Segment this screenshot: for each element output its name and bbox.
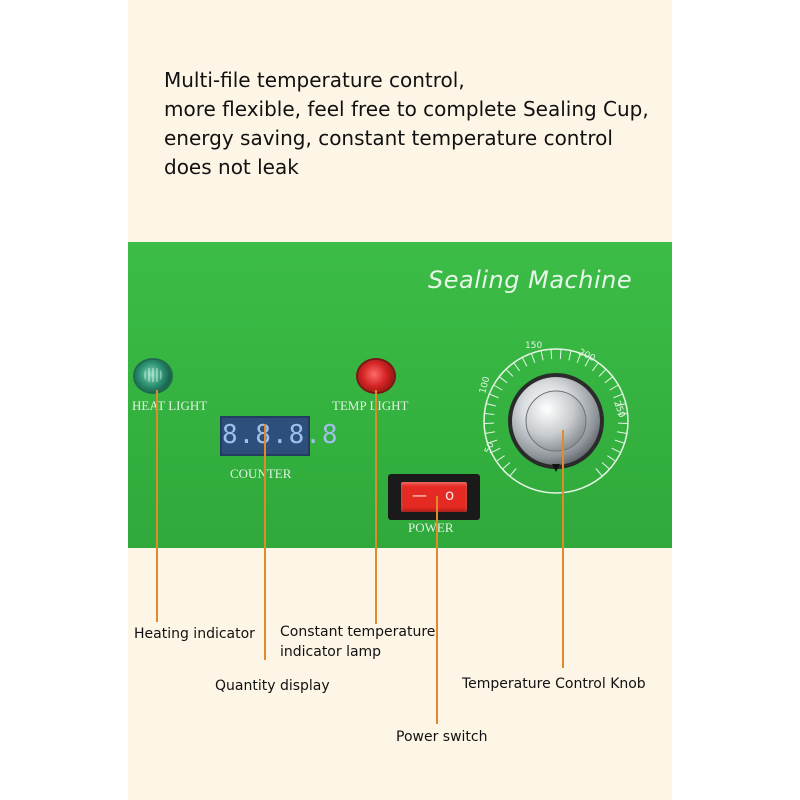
dial-tick-mark	[489, 393, 499, 399]
constant-temp-caption-line1: Constant temperature	[280, 624, 436, 640]
dial-tick-mark	[502, 462, 511, 470]
constant-temp-caption-line2: indicator lamp	[280, 644, 382, 660]
knob-pointer-icon	[552, 464, 560, 472]
headline-line-3: energy saving, constant temperature cont…	[164, 126, 613, 150]
dial-tick-label-150: 150	[525, 341, 542, 351]
dial-tick-mark	[559, 349, 562, 360]
dial-tick-mark	[576, 353, 582, 363]
dial-tick-mark	[513, 362, 520, 372]
dial-tick-mark	[617, 412, 628, 416]
counter-label: COUNTER	[230, 466, 292, 481]
dial-tick-mark	[484, 412, 495, 416]
heat-light-lamp	[135, 360, 171, 392]
panel-title: Sealing Machine	[428, 266, 633, 294]
dial-tick-mark	[613, 393, 623, 399]
counter-digits: 8.8.8.8	[222, 420, 339, 450]
heating-indicator-caption: Heating indicator	[134, 626, 255, 642]
dial-tick-mark	[550, 349, 553, 360]
dial-tick-mark	[486, 403, 496, 407]
power-switch-leader	[436, 496, 438, 724]
heating-indicator-leader	[156, 390, 158, 622]
dial-tick-mark	[598, 368, 607, 377]
dial-tick-mark	[607, 455, 616, 462]
dial-tick-mark	[592, 362, 599, 372]
heat-light-label: HEAT LIGHT	[132, 398, 208, 413]
headline-line-2: more flexible, feel free to complete Sea…	[164, 97, 649, 121]
power-label: POWER	[408, 520, 454, 535]
dial-tick-mark	[485, 431, 496, 434]
dial-tick-label-50: 50	[483, 441, 496, 455]
dial-tick-mark	[611, 447, 621, 454]
dial-tick-mark	[493, 384, 503, 391]
dial-tick-mark	[509, 468, 517, 477]
quantity-display-caption: Quantity display	[215, 678, 330, 694]
machine-panel: Sealing Machine HEAT LIGHT TEMP LIGHT 8.…	[128, 242, 672, 548]
headline-text: Multi-file temperature control, more fle…	[164, 66, 649, 182]
dial-tick-mark	[595, 468, 603, 477]
dial-tick-mark	[498, 376, 508, 384]
dial-tick-mark	[530, 353, 536, 363]
dial-tick-label-250: 250	[611, 400, 626, 420]
headline-line-1: Multi-file temperature control,	[164, 68, 465, 92]
power-switch-caption: Power switch	[396, 729, 488, 745]
dial-tick-label-100: 100	[478, 375, 492, 394]
headline-line-4: does not leak	[164, 155, 299, 179]
dial-tick-mark	[616, 403, 626, 407]
temperature-knob-caption: Temperature Control Knob	[462, 676, 646, 692]
knob-cap	[525, 390, 587, 452]
temperature-dial[interactable]: 50 100 150 200 250	[468, 326, 638, 496]
switch-off-symbol: —	[412, 486, 427, 504]
dial-tick-mark	[505, 368, 514, 377]
dial-tick-mark	[614, 439, 625, 444]
dial-tick-mark	[604, 376, 614, 384]
dial-tick-mark	[616, 431, 627, 434]
dial-ticks	[484, 349, 628, 477]
power-switch[interactable]: — o	[388, 474, 480, 520]
dial-tick-mark	[521, 357, 528, 367]
quantity-display-leader	[264, 424, 266, 660]
dial-tick-mark	[609, 384, 619, 391]
constant-temp-leader	[375, 390, 377, 624]
dial-tick-mark	[540, 350, 544, 361]
dial-tick-mark	[491, 447, 501, 454]
temp-light-lamp	[358, 360, 394, 392]
dial-tick-mark	[487, 439, 498, 444]
dial-scale-arc	[483, 348, 629, 494]
temp-light-label: TEMP LIGHT	[332, 398, 409, 413]
knob-leader	[562, 430, 564, 668]
dial-tick-mark	[496, 455, 505, 462]
dial-tick-mark	[601, 462, 610, 470]
dial-tick-mark	[568, 350, 572, 361]
power-switch-rocker[interactable]: — o	[401, 482, 467, 512]
dial-tick-mark	[584, 357, 591, 367]
switch-on-symbol: o	[445, 486, 455, 504]
dial-tick-label-200: 200	[577, 348, 597, 364]
